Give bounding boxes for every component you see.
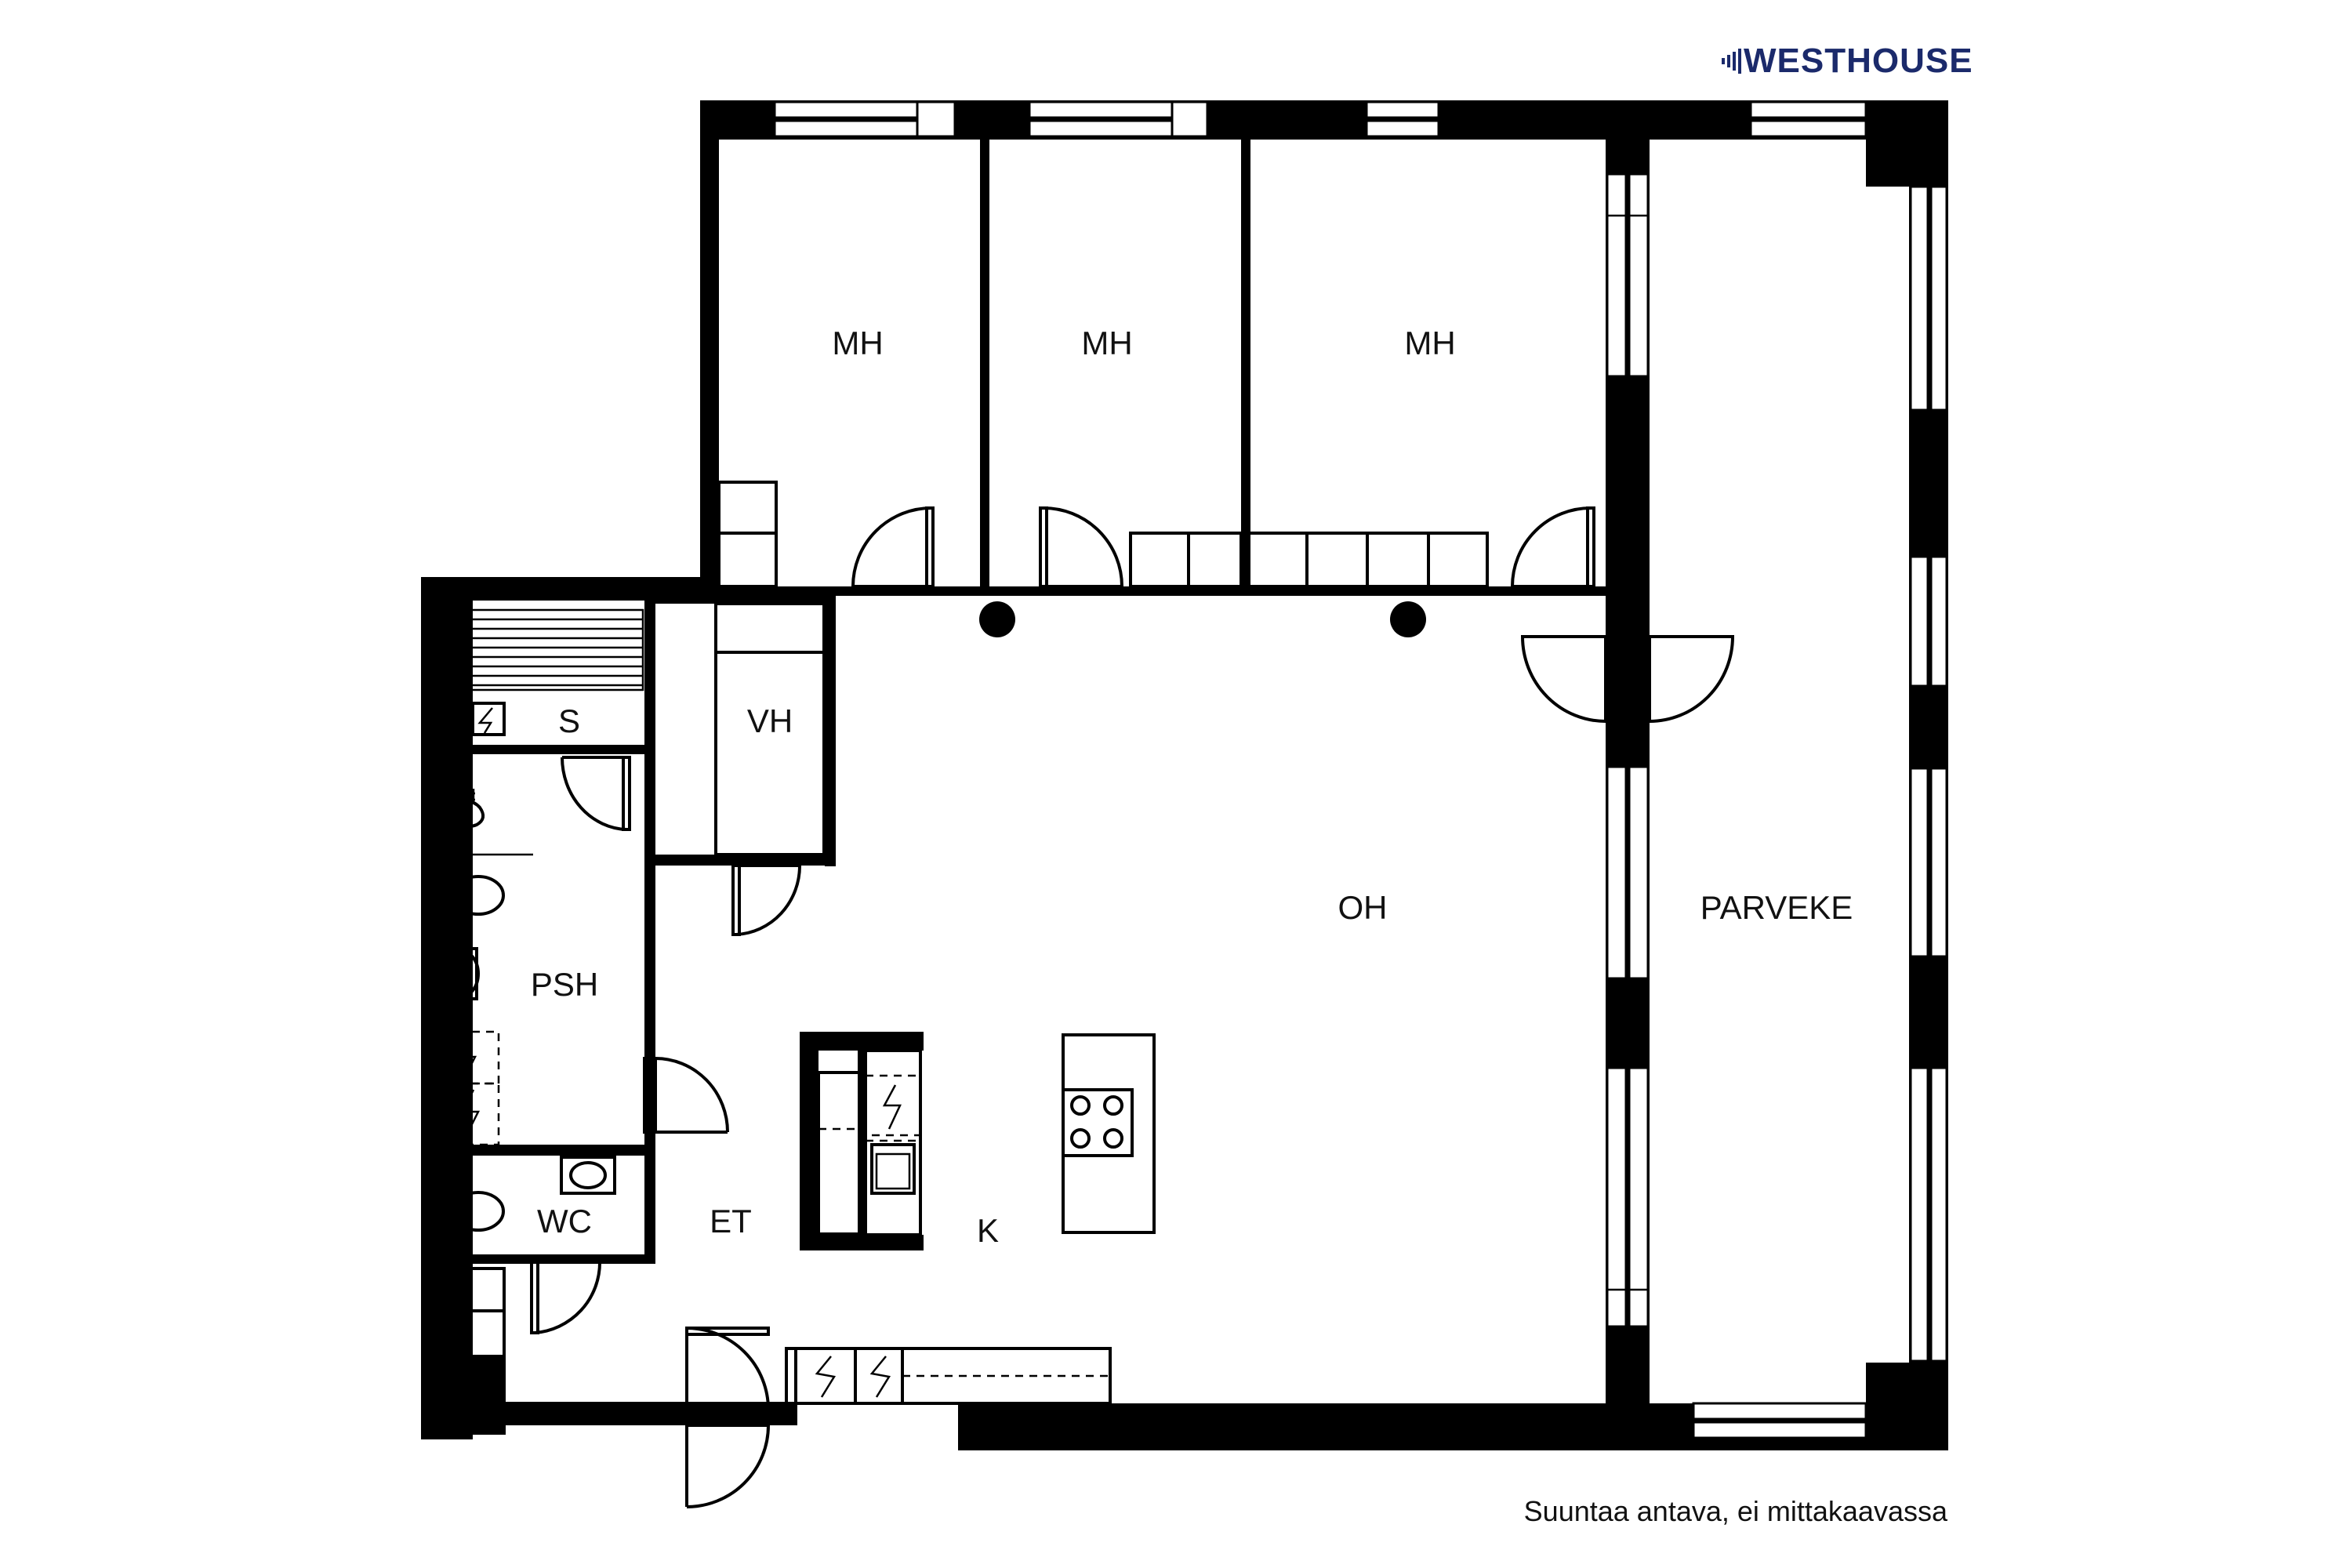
cooktop-icon [1062, 1088, 1134, 1157]
wc-sink-icon [560, 1156, 616, 1195]
bedroom-closets [449, 481, 1489, 1358]
logo-text: WESTHOUSE [1744, 42, 1973, 80]
room-label-parveke: PARVEKE [1700, 889, 1853, 926]
kitchen-island [1062, 1033, 1156, 1234]
interior-walls [444, 140, 1625, 1264]
room-label-et: ET [710, 1203, 752, 1240]
kitchen-sink-icon [870, 1143, 916, 1195]
room-label-k: K [977, 1212, 999, 1249]
room-label-wc: WC [537, 1203, 592, 1240]
room-label-mh-3: MH [1404, 325, 1455, 361]
kitchen-fixtures [785, 1033, 1156, 1405]
scale-disclaimer: Suuntaa antava, ei mittakaavassa [1524, 1495, 1948, 1527]
room-label-vh: VH [747, 702, 793, 739]
room-label-psh: PSH [531, 966, 598, 1003]
toilet-icon [442, 875, 505, 916]
wc-toilet-icon [442, 1190, 505, 1232]
right-windows [1909, 185, 1948, 1363]
sauna-bench [453, 608, 644, 736]
stove-icon [471, 702, 506, 736]
washer-icon [442, 1030, 500, 1146]
shower-icon [452, 789, 485, 828]
logo-bars-icon [1722, 49, 1741, 74]
room-label-mh-2: MH [1081, 325, 1132, 361]
room-label-mh-1: MH [832, 325, 883, 361]
separator-windows [1606, 172, 1650, 1328]
sink-icon [442, 947, 480, 1000]
room-labels: MH MH MH S VH OH PARVEKE PSH WC ET K [531, 325, 1853, 1249]
bathroom-fixtures [442, 789, 616, 1232]
brand-logo: WESTHOUSE [1722, 42, 1973, 80]
doors [530, 506, 1735, 1508]
room-label-s: S [558, 702, 580, 739]
room-label-oh: OH [1338, 889, 1388, 926]
top-windows [773, 100, 1867, 1439]
